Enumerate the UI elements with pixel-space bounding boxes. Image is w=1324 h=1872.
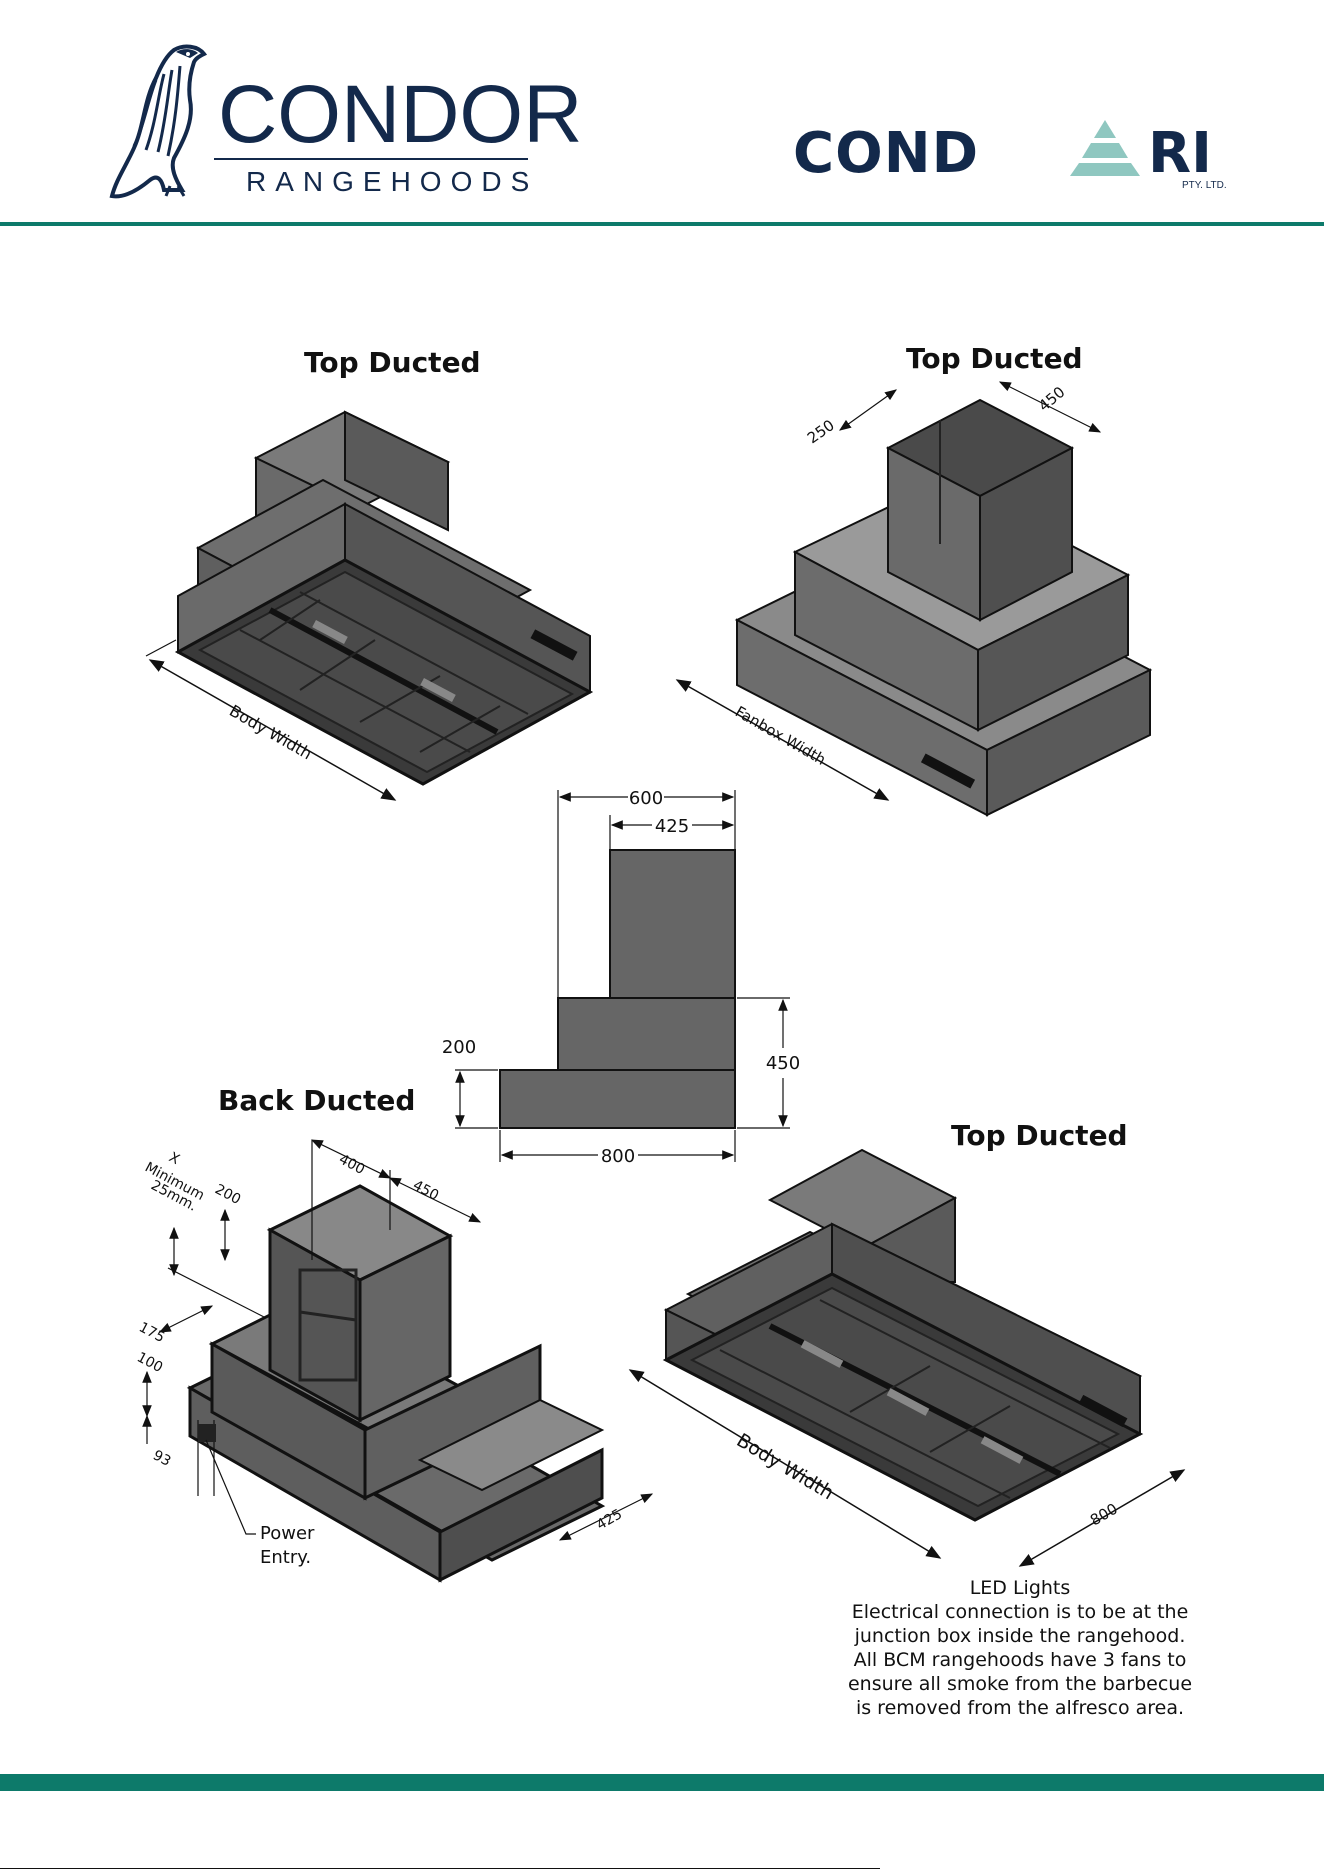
notes-block: LED Lights Electrical connection is to b… [840, 1576, 1200, 1720]
condor-brand-name: CONDOR [218, 69, 583, 160]
condari-triangle-icon [1070, 120, 1140, 176]
top-right-dim-250: 250 [804, 416, 838, 447]
bottom-right-title: Top Ducted [951, 1119, 1128, 1152]
condari-brand-left: COND [793, 121, 980, 186]
footer-bar [0, 1774, 1324, 1791]
top-ducted-underside-view-2: Body Width 800 [628, 1148, 1186, 1567]
back-dim-400: 400 [336, 1151, 367, 1178]
condari-brand-right: RI [1148, 121, 1212, 186]
note-line: All BCM rangehoods have 3 fans to [853, 1649, 1187, 1671]
back-dim-200: 200 [212, 1181, 243, 1208]
top-right-dim-450: 450 [1035, 383, 1069, 415]
condor-brand-sub: RANGEHOODS [246, 166, 539, 197]
back-dim-450: 450 [410, 1177, 441, 1204]
condari-brand-suffix: PTY. LTD. [1182, 180, 1227, 191]
back-ducted-view: 400 450 X Minimum 25mm. 200 175 100 93 4… [134, 1139, 654, 1583]
side-dim-600: 600 [629, 788, 663, 809]
back-dim-175: 175 [136, 1319, 167, 1346]
top-right-title: Top Ducted [906, 342, 1083, 375]
condor-bird-logo [109, 44, 208, 199]
note-line: is removed from the alfresco area. [855, 1697, 1185, 1719]
back-dim-93: 93 [150, 1447, 173, 1469]
top-left-title: Top Ducted [304, 346, 481, 379]
note-line: junction box inside the rangehood. [854, 1625, 1186, 1647]
back-power-line2: Entry. [260, 1547, 311, 1568]
condor-underline [214, 158, 528, 160]
note-line: ensure all smoke from the barbecue [847, 1673, 1193, 1695]
top-ducted-fanbox-view: 250 450 Fanbox Width [675, 381, 1153, 817]
top-ducted-underside-view: Body Width [145, 410, 594, 801]
back-dim-100: 100 [134, 1349, 165, 1376]
side-dim-200: 200 [442, 1037, 476, 1058]
bottom-right-dim-800: 800 [1087, 1500, 1121, 1530]
header-rule [0, 222, 1324, 226]
note-line: LED Lights [969, 1577, 1071, 1599]
back-power-line1: Power [260, 1523, 315, 1544]
side-profile-view: 600 425 200 450 800 [442, 788, 800, 1167]
side-dim-800: 800 [601, 1146, 635, 1167]
side-dim-425: 425 [655, 816, 689, 837]
side-dim-450: 450 [766, 1053, 800, 1074]
note-line: Electrical connection is to be at the [851, 1601, 1189, 1623]
footer-rule [0, 1868, 880, 1869]
back-ducted-title: Back Ducted [218, 1084, 416, 1117]
back-dim-x: X [166, 1149, 182, 1168]
